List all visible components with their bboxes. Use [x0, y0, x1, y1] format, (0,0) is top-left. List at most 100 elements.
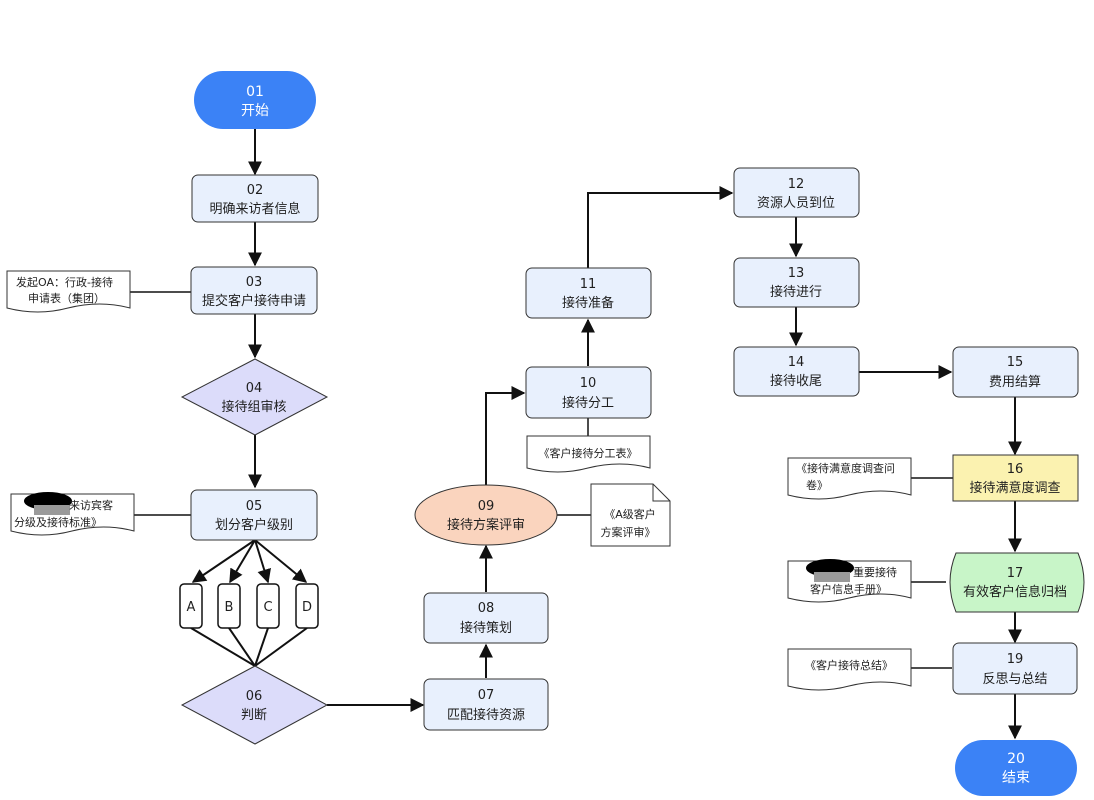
process-shape	[733, 167, 860, 218]
node-label: 接待分工	[562, 395, 614, 411]
node-label: 匹配接待资源	[447, 707, 525, 723]
level-box-c[interactable]: C	[256, 583, 280, 629]
doc-task-allocation[interactable]: 《客户接待分工表》	[526, 435, 651, 473]
document-shape	[787, 648, 912, 691]
node-number: 01	[246, 84, 264, 100]
node-label: 提交客户接待申请	[202, 293, 306, 309]
node-number: 14	[788, 355, 805, 370]
terminal-shape	[955, 740, 1077, 796]
edge-C-06	[254, 627, 269, 667]
edge-05-B	[229, 539, 256, 584]
doc-line-2: 申请表（集团）	[28, 291, 105, 305]
node-number: 10	[580, 376, 597, 391]
level-shape	[179, 583, 203, 629]
decision-shape	[180, 665, 329, 745]
node-label: 明确来访者信息	[209, 201, 300, 217]
doc-client-handbook[interactable]: 重要接待 客户信息手册》	[787, 559, 912, 603]
node-06-decision[interactable]: 06 判断	[180, 665, 329, 745]
node-01-start[interactable]: 01 开始	[194, 71, 316, 129]
review-shape	[414, 484, 558, 546]
node-number: 16	[1007, 462, 1024, 477]
process-shape	[190, 266, 318, 315]
node-05-process[interactable]: 05 划分客户级别	[190, 489, 318, 541]
node-label: 接待策划	[460, 620, 512, 636]
node-09-review[interactable]: 09 接待方案评审	[414, 484, 558, 546]
node-04-decision[interactable]: 04 接待组审核	[180, 358, 329, 436]
edge-05-A	[191, 539, 256, 583]
node-label: 反思与总结	[982, 672, 1047, 687]
doc-line-2: 客户信息手册》	[810, 582, 887, 596]
node-number: 20	[1007, 751, 1025, 767]
terminal-shape	[194, 71, 316, 129]
level-box-d[interactable]: D	[295, 583, 319, 629]
survey-shape	[952, 454, 1079, 502]
node-10-process[interactable]: 10 接待分工	[525, 366, 652, 419]
level-label: D	[302, 600, 312, 615]
node-number: 04	[246, 381, 263, 396]
node-12-process[interactable]: 12 资源人员到位	[733, 167, 860, 218]
node-number: 11	[580, 277, 597, 292]
doc-guest-grading[interactable]: 来访宾客 分级及接待标准》	[10, 492, 135, 536]
doc-line-1: 《客户接待分工表》	[539, 446, 638, 460]
process-shape	[525, 267, 652, 319]
node-number: 17	[1007, 566, 1024, 581]
edge-05-D	[254, 539, 308, 583]
node-11-process[interactable]: 11 接待准备	[525, 267, 652, 319]
edge-D-06	[254, 627, 308, 667]
doc-oa-application[interactable]: 发起OA：行政-接待 申请表（集团）	[6, 270, 131, 313]
edge-11-12	[587, 186, 734, 268]
node-14-process[interactable]: 14 接待收尾	[733, 346, 860, 397]
level-box-a[interactable]: A	[179, 583, 203, 629]
node-15-process[interactable]: 15 费用结算	[952, 346, 1079, 398]
note-shape	[590, 483, 671, 547]
node-17-archive[interactable]: 17 有效客户信息归档	[949, 552, 1085, 613]
edge-B-06	[228, 627, 256, 667]
edge-A-06	[190, 627, 256, 667]
process-shape	[423, 592, 549, 644]
level-shape	[256, 583, 280, 629]
process-shape	[190, 489, 318, 541]
doc-a-level-review[interactable]: 《A级客户 方案评审》	[590, 483, 671, 547]
node-number: 13	[788, 266, 805, 281]
node-number: 03	[246, 275, 263, 290]
level-box-b[interactable]: B	[217, 583, 241, 629]
node-number: 12	[788, 177, 805, 192]
node-16-survey[interactable]: 16 接待满意度调查	[952, 454, 1079, 502]
node-03-process[interactable]: 03 提交客户接待申请	[190, 266, 318, 315]
note-fold	[652, 484, 670, 502]
node-label: 划分客户级别	[215, 517, 293, 533]
node-number: 05	[246, 499, 263, 514]
node-20-end[interactable]: 20 结束	[955, 740, 1077, 796]
node-label: 费用结算	[989, 375, 1041, 390]
redaction-blur	[34, 505, 70, 515]
edge-09-10	[485, 386, 526, 485]
node-07-process[interactable]: 07 匹配接待资源	[423, 678, 549, 731]
node-13-process[interactable]: 13 接待进行	[733, 257, 860, 308]
node-08-process[interactable]: 08 接待策划	[423, 592, 549, 644]
doc-line-1: 《接待满意度调查问	[796, 461, 895, 475]
process-shape	[733, 346, 860, 397]
document-shape	[526, 435, 651, 473]
doc-line-2: 卷》	[806, 478, 828, 492]
level-label: B	[225, 600, 234, 615]
node-label: 接待收尾	[770, 373, 822, 389]
doc-line-1: 重要接待	[853, 565, 897, 579]
node-label: 接待组审核	[221, 399, 286, 415]
node-number: 06	[246, 689, 263, 704]
node-02-process[interactable]: 02 明确来访者信息	[191, 174, 319, 223]
doc-satisfaction-survey[interactable]: 《接待满意度调查问 卷》	[787, 457, 912, 500]
process-shape	[733, 257, 860, 308]
node-number: 09	[478, 499, 495, 514]
doc-reception-summary[interactable]: 《客户接待总结》	[787, 648, 912, 691]
node-label: 接待进行	[770, 284, 822, 300]
node-label: 接待方案评审	[447, 517, 525, 533]
node-19-process[interactable]: 19 反思与总结	[952, 642, 1078, 695]
node-label: 接待满意度调查	[969, 480, 1060, 496]
node-label: 有效客户信息归档	[963, 584, 1067, 600]
node-number: 08	[478, 601, 495, 616]
node-label: 判断	[241, 708, 267, 723]
process-shape	[191, 174, 319, 223]
node-label: 资源人员到位	[757, 196, 835, 211]
edge-05-C	[254, 539, 271, 584]
